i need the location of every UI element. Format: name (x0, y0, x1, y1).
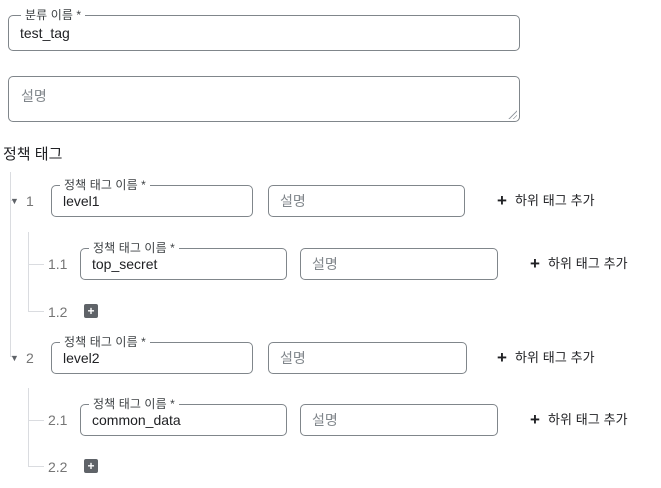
plus-icon: + (87, 304, 95, 318)
taxonomy-description-field (8, 76, 520, 122)
collapse-caret-icon[interactable]: ▼ (10, 194, 26, 208)
policy-tag-description-input[interactable] (269, 186, 464, 216)
policy-tag-name-field: 정책 태그 이름 * (80, 241, 287, 280)
policy-tag-name-field: 정책 태그 이름 * (51, 335, 253, 374)
policy-tag-name-field: 정책 태그 이름 * (80, 397, 287, 436)
add-subtag-label: 하위 태그 추가 (547, 256, 628, 271)
policy-tag-row-2-1: 2.1 정책 태그 이름 * + 하위 태그 추가 (0, 397, 661, 436)
plus-icon: + (530, 254, 540, 273)
tree-line-branch-1-1 (28, 264, 44, 265)
add-subtag-label: 하위 태그 추가 (514, 193, 595, 208)
plus-icon: + (497, 348, 507, 367)
policy-tag-name-label: 정책 태그 이름 * (89, 241, 179, 255)
tag-index: 1.1 (48, 256, 68, 272)
policy-tag-description-input[interactable] (301, 405, 497, 435)
tree-line-branch-2-1 (28, 420, 44, 421)
policy-tag-description-field (268, 185, 465, 217)
add-tag-stub-button[interactable]: + (84, 304, 98, 318)
tag-index: 1 (26, 193, 34, 209)
taxonomy-description-textarea[interactable] (9, 77, 519, 121)
plus-icon: + (497, 191, 507, 210)
policy-tag-row-1: ▼ 1 정책 태그 이름 * + 하위 태그 추가 (0, 178, 661, 217)
policy-tag-description-input[interactable] (301, 249, 497, 279)
plus-icon: + (87, 459, 95, 473)
tag-index: 2 (26, 350, 34, 366)
policy-tag-name-label: 정책 태그 이름 * (60, 335, 150, 349)
tree-line-branch-2-2 (28, 466, 44, 467)
taxonomy-name-label: 분류 이름 * (21, 8, 86, 22)
tag-index: 2.2 (48, 459, 68, 475)
tree-line-branch-1 (10, 200, 15, 201)
policy-tag-description-field (300, 248, 498, 280)
tree-line-vertical-root (10, 172, 11, 356)
taxonomy-name-input[interactable] (9, 16, 519, 50)
policy-tag-row-2: ▼ 2 정책 태그 이름 * + 하위 태그 추가 (0, 335, 661, 374)
policy-tag-description-field (300, 404, 498, 436)
add-subtag-button[interactable]: + 하위 태그 추가 (497, 348, 595, 368)
tree-line-vertical-group1 (28, 232, 29, 312)
add-tag-stub-button[interactable]: + (84, 459, 98, 473)
add-subtag-label: 하위 태그 추가 (514, 350, 595, 365)
policy-tag-name-field: 정책 태그 이름 * (51, 178, 253, 217)
tree-line-branch-1-2 (28, 311, 44, 312)
collapse-caret-icon[interactable]: ▼ (10, 351, 26, 365)
add-subtag-label: 하위 태그 추가 (547, 412, 628, 427)
policy-tag-name-label: 정책 태그 이름 * (89, 397, 179, 411)
taxonomy-name-field: 분류 이름 * (8, 8, 520, 51)
tag-index: 1.2 (48, 304, 68, 320)
tree-line-branch-2 (10, 356, 15, 357)
policy-tag-row-1-1: 1.1 정책 태그 이름 * + 하위 태그 추가 (0, 241, 661, 280)
plus-icon: + (530, 410, 540, 429)
add-subtag-button[interactable]: + 하위 태그 추가 (530, 254, 628, 274)
add-subtag-button[interactable]: + 하위 태그 추가 (530, 410, 628, 430)
policy-tag-description-input[interactable] (269, 343, 466, 373)
policy-tags-heading: 정책 태그 (3, 146, 63, 163)
policy-tag-name-label: 정책 태그 이름 * (60, 178, 150, 192)
tree-line-vertical-group2 (28, 388, 29, 467)
policy-tag-row-1-2: 1.2 + (0, 304, 661, 320)
policy-tag-description-field (268, 342, 467, 374)
tag-index: 2.1 (48, 412, 68, 428)
policy-tag-row-2-2: 2.2 + (0, 459, 661, 475)
add-subtag-button[interactable]: + 하위 태그 추가 (497, 191, 595, 211)
